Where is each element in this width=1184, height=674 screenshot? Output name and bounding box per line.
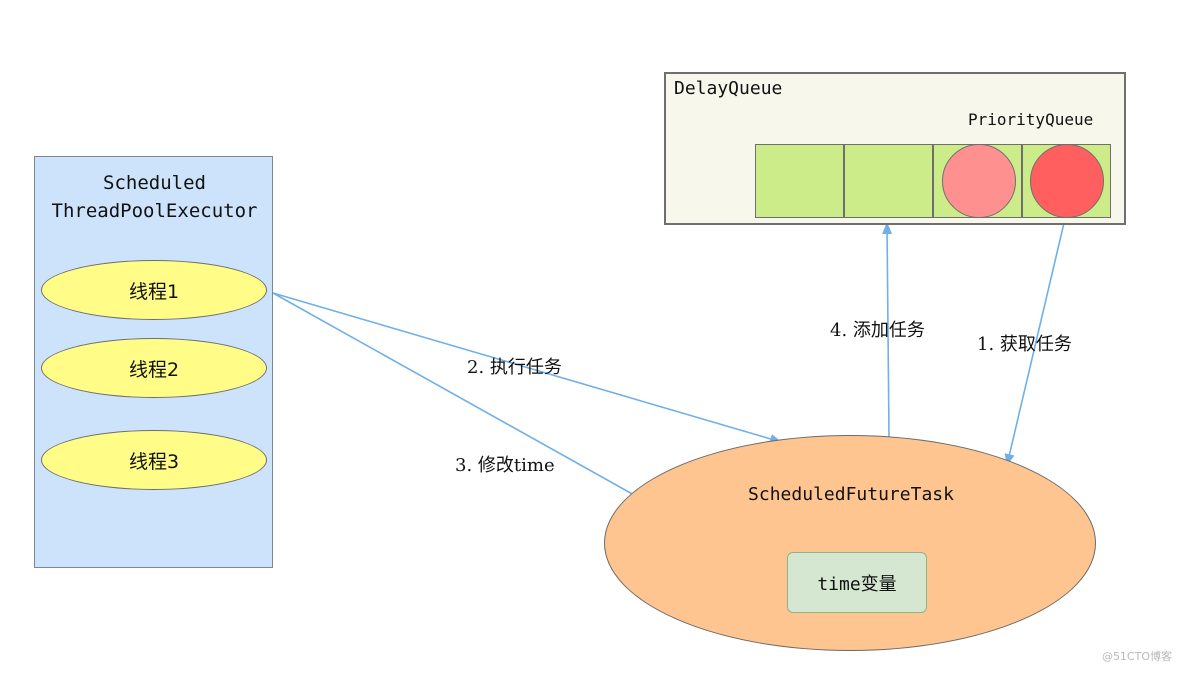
thread-1: 线程1	[41, 260, 267, 320]
arrow-execute-task	[272, 292, 782, 444]
watermark: @51CTO博客	[1101, 650, 1172, 663]
edge-label-get-task: 1. 获取任务	[977, 334, 1072, 355]
executor-title: Scheduled ThreadPoolExecutor	[51, 172, 258, 222]
future-task-title: ScheduledFutureTask	[748, 484, 954, 505]
thread-3: 线程3	[41, 430, 267, 490]
arrow-get-task	[1004, 222, 1065, 466]
queue-slot	[844, 144, 933, 218]
delay-queue-title: DelayQueue	[674, 78, 783, 99]
time-variable-field: time变量	[787, 552, 927, 613]
queue-slot	[755, 144, 844, 218]
queued-task-circle	[942, 144, 1016, 218]
thread-pool-executor: Scheduled ThreadPoolExecutor 线程1 线程2 线程3	[34, 156, 273, 568]
arrow-add-task	[882, 222, 893, 438]
edge-label-execute-task: 2. 执行任务	[467, 357, 562, 378]
priority-queue-title: PriorityQueue	[968, 110, 1094, 129]
queued-task-circle	[1030, 144, 1104, 218]
delay-queue: DelayQueue PriorityQueue	[664, 72, 1126, 225]
scheduled-future-task: ScheduledFutureTask time变量	[604, 435, 1096, 651]
edge-label-add-task: 4. 添加任务	[830, 320, 925, 341]
edge-label-modify-time: 3. 修改time	[455, 455, 555, 476]
thread-2: 线程2	[41, 338, 267, 398]
